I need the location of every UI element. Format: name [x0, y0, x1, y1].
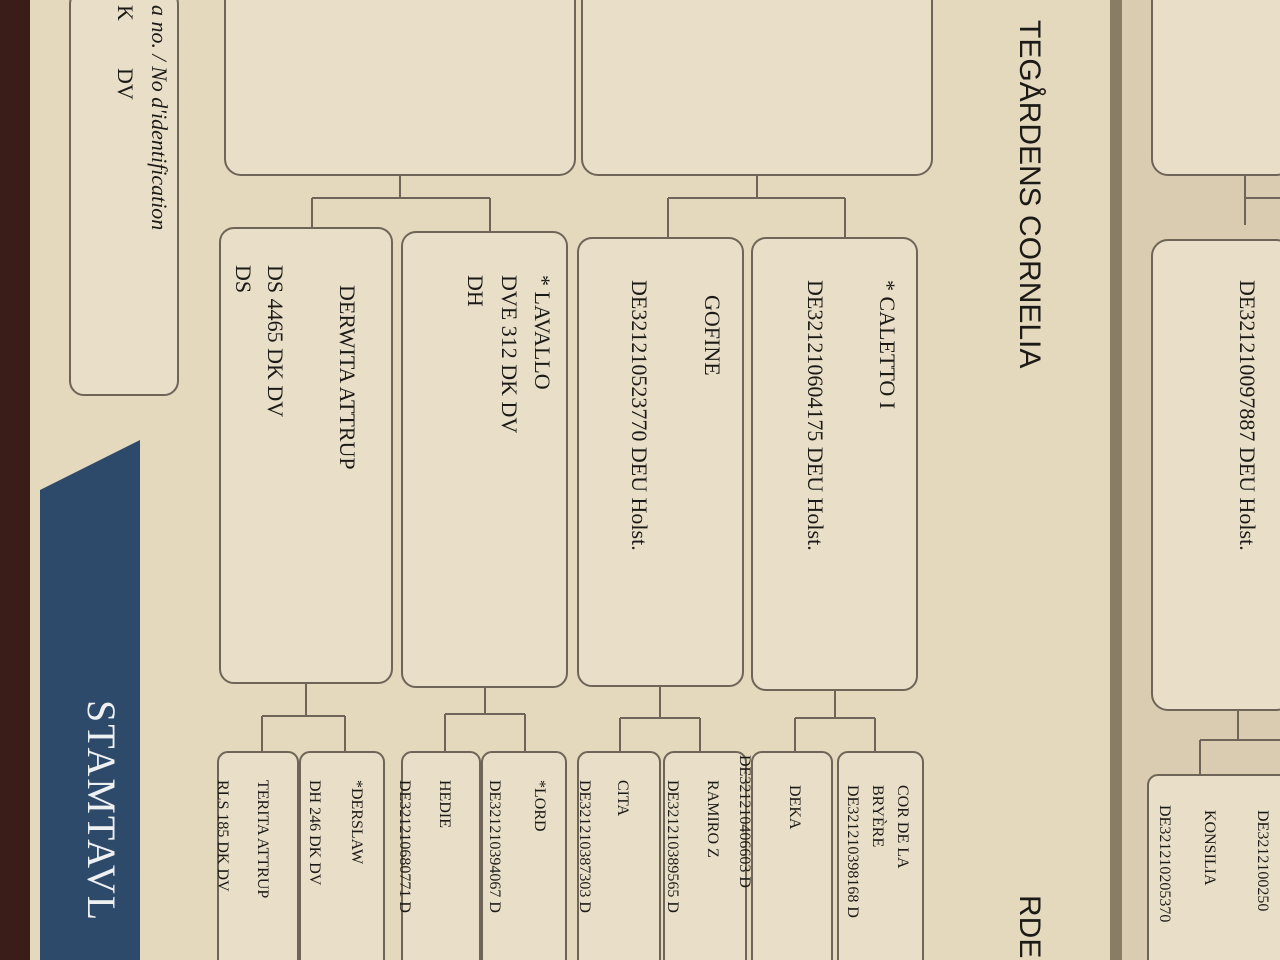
grandparent-box-1: [837, 751, 924, 960]
parent-2-regno: DE321210523770 DEU Holst.: [627, 280, 652, 551]
grandparent-box-6: [401, 751, 481, 960]
id-prefix: K: [113, 5, 138, 21]
grandparent-7-l1: *DERSLAW: [348, 780, 365, 865]
parent-4-reg: DS 4465 DK DV: [263, 265, 288, 417]
grandparent-8-l2: RLS 185 DK DV: [214, 780, 231, 892]
subject-box-left: [224, 0, 576, 176]
connectors-top: [311, 175, 846, 240]
parent-3-breed: DH: [463, 275, 488, 307]
grandparent-box-7: [299, 751, 385, 960]
right-small-3: DE3212100250: [1254, 810, 1271, 911]
id-box: [69, 0, 179, 396]
id-label: a no. / No d'identification: [147, 5, 172, 230]
grandparent-8-l1: TERITA ATTRUP: [254, 780, 271, 898]
right-small-1: KONSILIA: [1201, 810, 1218, 886]
banner-stripe: [40, 440, 140, 960]
parent-3-reg: DVE 312 DK DV: [497, 275, 522, 433]
side-title: RDE: [1013, 895, 1046, 958]
parent-1-regno: DE321210604175 DEU Holst.: [803, 280, 828, 551]
right-connector-2: [1199, 710, 1280, 775]
grandparent-box-2: [751, 751, 833, 960]
grandparent-6-l1: HEDIE: [436, 780, 453, 828]
banner-text: STAMTAVL: [79, 700, 124, 922]
connectors-bottom: [261, 683, 876, 752]
right-gp-box: [1147, 774, 1280, 960]
grandparent-3-l2: DE321210389565 D: [664, 780, 681, 913]
grandparent-5-l2: DE321210394067 D: [486, 780, 503, 913]
parent-box-4: [219, 227, 393, 684]
grandparent-box-5: [481, 751, 567, 960]
document-title: TEGÅRDENS CORNELIA: [1013, 20, 1046, 368]
grandparent-2-l2: DE321210406603 D: [736, 755, 753, 888]
grandparent-4-l1: CITA: [614, 780, 631, 816]
subject-box-right: [581, 0, 933, 176]
right-connector: [1244, 175, 1280, 225]
grandparent-5-l1: *LORD: [531, 780, 548, 832]
right-parent-box: [1151, 239, 1280, 711]
right-top-box: [1151, 0, 1280, 176]
grandparent-box-4: [577, 751, 661, 960]
right-reg: DE321210097887 DEU Holst.: [1235, 280, 1260, 551]
grandparent-2-l1: DEKA: [786, 785, 803, 830]
grandparent-4-l2: DE321210387303 D: [576, 780, 593, 913]
grandparent-3-l1: RAMIRO Z: [704, 780, 721, 858]
parent-4-name: DERWITA ATTRUP: [335, 285, 360, 470]
parent-1-name: * CALETTO I: [875, 280, 900, 409]
grandparent-box-8: [217, 751, 299, 960]
grandparent-box-3: [663, 751, 747, 960]
grandparent-7-l2: DH 246 DK DV: [306, 780, 323, 886]
right-small-2: DE321210205370: [1156, 805, 1173, 922]
parent-3-name: * LAVALLO: [530, 275, 555, 390]
grandparent-1-l1: COR DE LA: [894, 785, 911, 869]
parent-2-name: GOFINE: [700, 295, 725, 376]
grandparent-6-l2: DE321210680771 D: [396, 780, 413, 913]
id-value: DV: [113, 68, 138, 100]
grandparent-1-l2: BRYÈRE: [869, 785, 888, 847]
parent-4-breed: DS: [231, 265, 256, 293]
grandparent-1-l3: DE321210398168 D: [844, 785, 861, 918]
